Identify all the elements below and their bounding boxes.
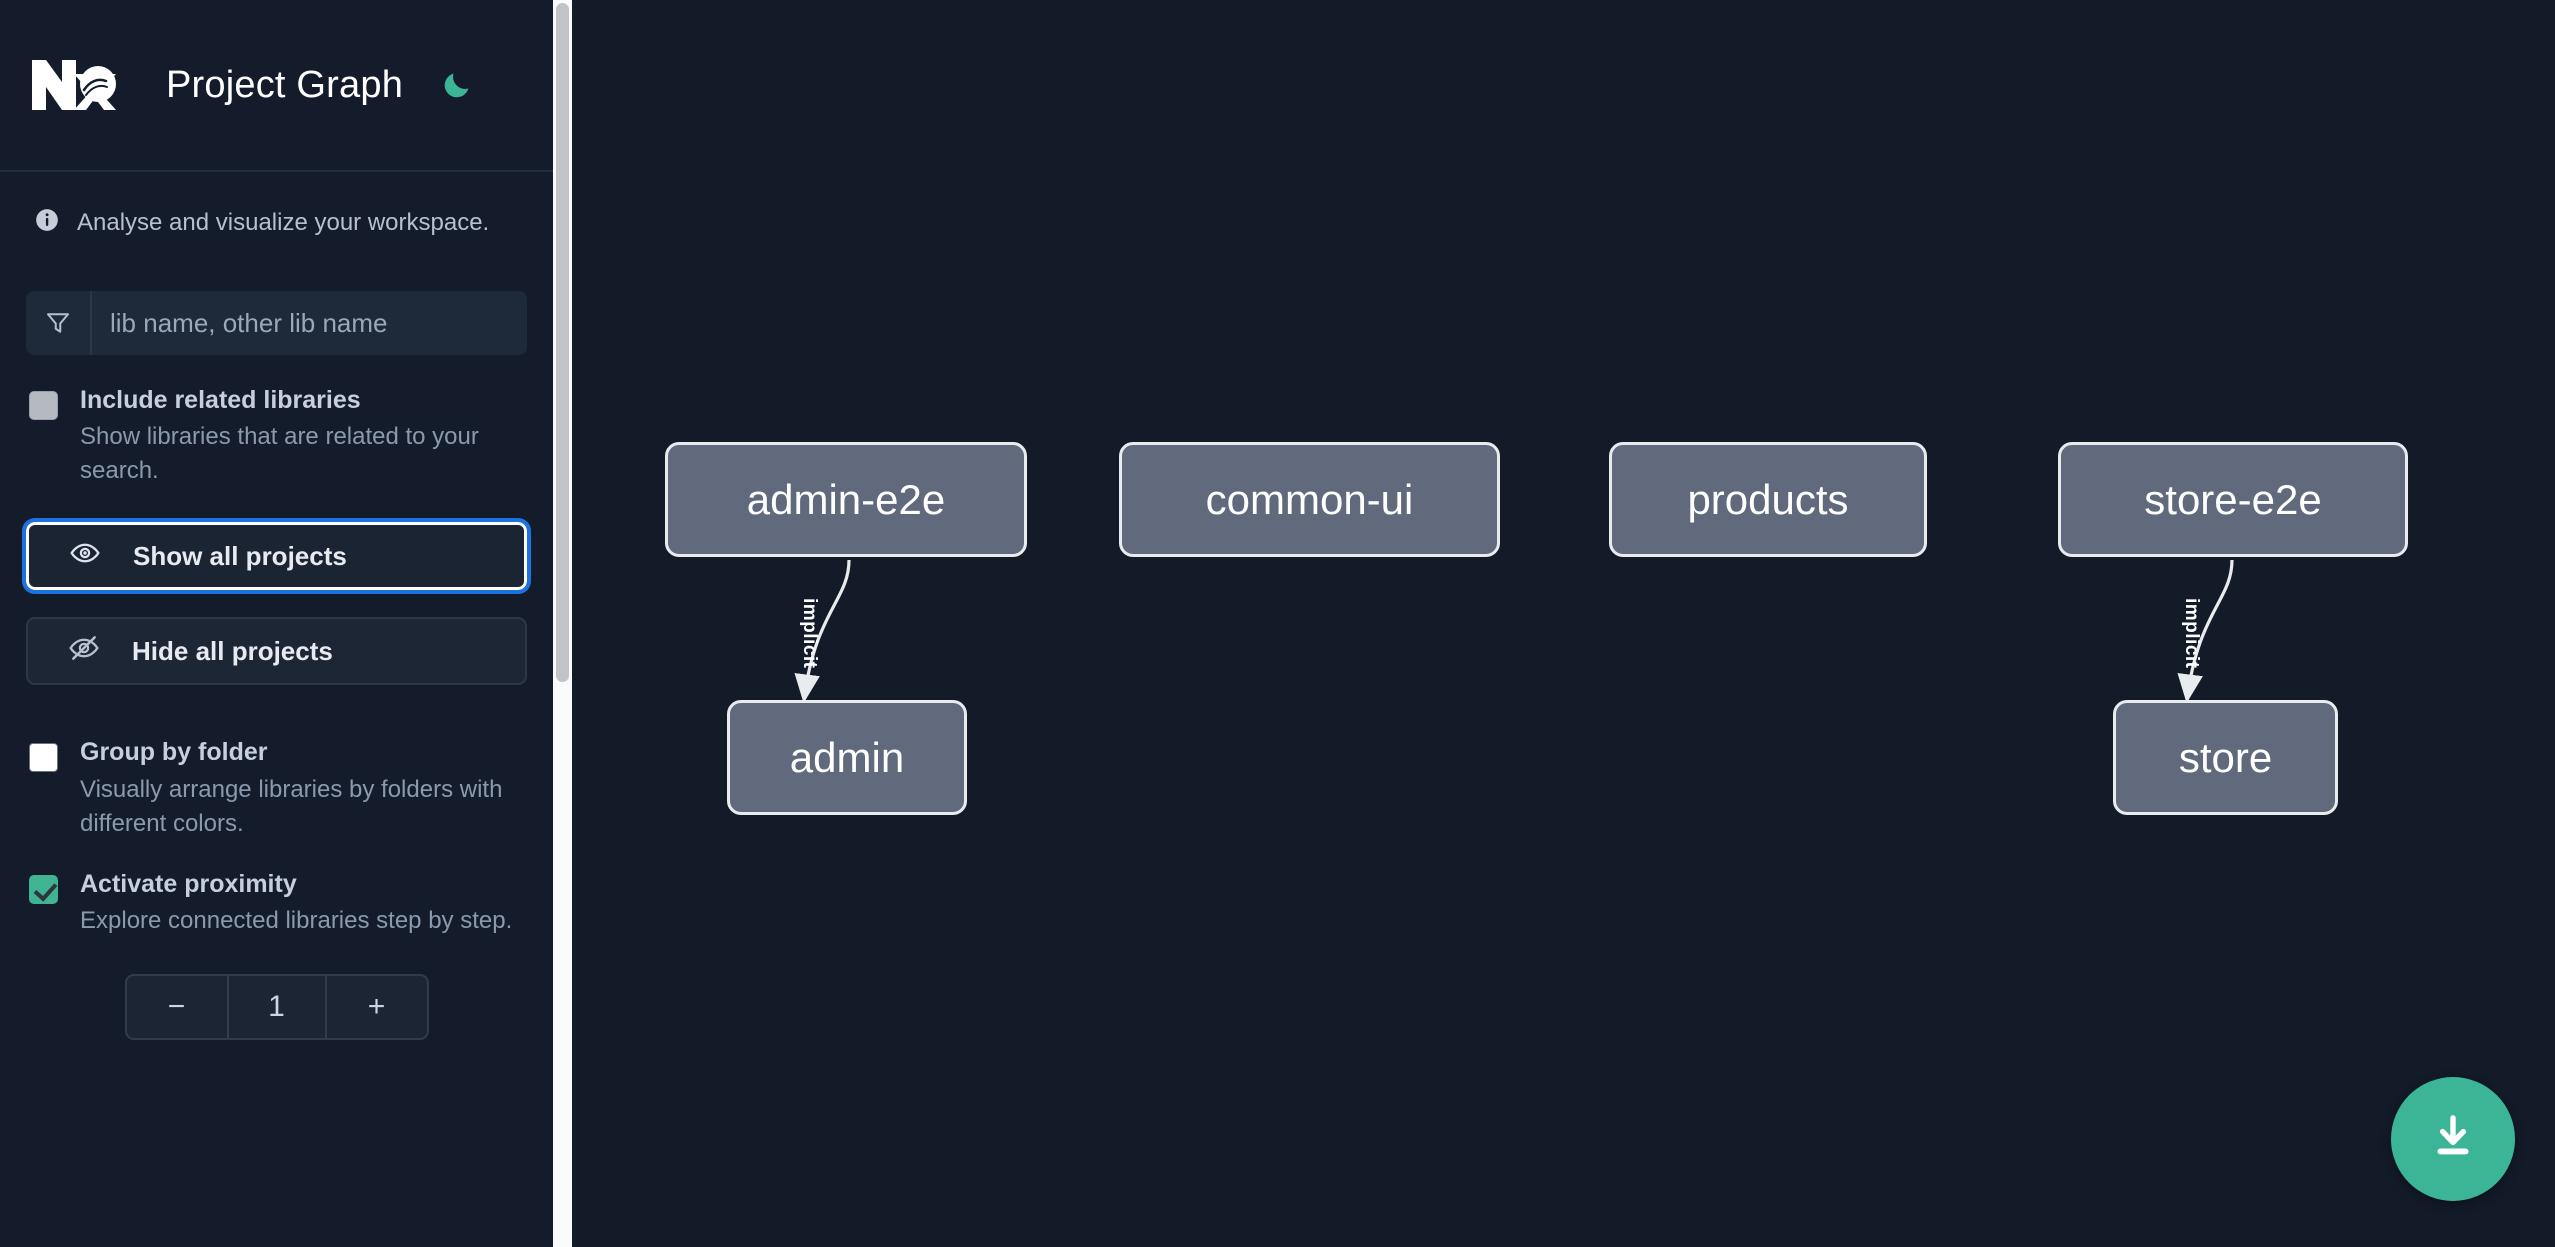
- graph-node-store[interactable]: store: [2113, 700, 2338, 815]
- option-group-by-folder[interactable]: Group by folder Visually arrange librari…: [26, 737, 527, 840]
- activate-proximity-checkbox[interactable]: [29, 874, 58, 904]
- group-by-folder-label: Group by folder: [80, 738, 268, 767]
- graph-node-label: common-ui: [1205, 475, 1414, 523]
- graph-node-store-e2e[interactable]: store-e2e: [2058, 442, 2408, 557]
- proximity-increment-button[interactable]: +: [367, 990, 386, 1024]
- include-related-libraries-checkbox[interactable]: [29, 391, 58, 420]
- hide-all-projects-label: Hide all projects: [132, 635, 333, 666]
- sidebar-body: Analyse and visualize your workspace. In…: [0, 172, 553, 1041]
- search-input[interactable]: [92, 291, 527, 355]
- graph-canvas[interactable]: implicit implicit admin-e2e common-ui pr…: [572, 0, 2555, 1247]
- sidebar-header: Project Graph: [0, 0, 553, 172]
- graph-node-admin[interactable]: admin: [727, 700, 967, 815]
- include-related-libraries-description: Show libraries that are related to your …: [80, 423, 479, 485]
- graph-node-common-ui[interactable]: common-ui: [1119, 442, 1500, 557]
- proximity-value: 1: [226, 976, 327, 1039]
- group-by-folder-checkbox[interactable]: [29, 743, 58, 773]
- proximity-stepper-container: − 1 +: [26, 974, 527, 1041]
- info-circle-icon: [34, 207, 60, 238]
- proximity-decrement-button[interactable]: −: [167, 990, 186, 1024]
- edge-label-implicit-store: implicit: [2181, 598, 2202, 669]
- sidebar: Project Graph Analyse and visualize your…: [0, 0, 553, 1247]
- graph-node-label: store: [2178, 733, 2273, 781]
- activate-proximity-description: Explore connected libraries step by step…: [80, 907, 513, 935]
- eye-off-icon: [68, 632, 100, 671]
- activate-proximity-label: Activate proximity: [80, 869, 297, 898]
- hide-all-projects-button[interactable]: Hide all projects: [26, 617, 527, 686]
- graph-node-label: store-e2e: [2144, 475, 2322, 523]
- nx-logo-icon: [28, 54, 126, 116]
- graph-node-label: admin: [789, 733, 905, 781]
- download-graph-button[interactable]: [2391, 1077, 2515, 1201]
- graph-node-label: admin-e2e: [746, 475, 946, 523]
- download-icon: [2426, 1110, 2480, 1169]
- funnel-filter-icon[interactable]: [26, 291, 92, 355]
- graph-node-products[interactable]: products: [1609, 442, 1927, 557]
- graph-node-label: products: [1687, 475, 1849, 523]
- option-include-related-libraries[interactable]: Include related libraries Show libraries…: [26, 385, 527, 488]
- show-all-projects-label: Show all projects: [133, 540, 347, 571]
- graph-edges: [794, 559, 2234, 704]
- workspace-info: Analyse and visualize your workspace.: [26, 172, 527, 238]
- sidebar-scrollbar-thumb[interactable]: [556, 3, 569, 682]
- filter-field[interactable]: [26, 291, 527, 355]
- edge-label-implicit-admin: implicit: [799, 598, 820, 669]
- include-related-libraries-label: Include related libraries: [80, 386, 361, 414]
- show-all-projects-button[interactable]: Show all projects: [22, 518, 531, 595]
- quantity-stepper: − 1 +: [124, 974, 429, 1041]
- moon-icon[interactable]: [437, 65, 477, 105]
- graph-node-admin-e2e[interactable]: admin-e2e: [665, 442, 1027, 557]
- workspace-info-text: Analyse and visualize your workspace.: [77, 208, 490, 236]
- option-activate-proximity[interactable]: Activate proximity Explore connected lib…: [26, 869, 527, 938]
- group-by-folder-description: Visually arrange libraries by folders wi…: [80, 775, 503, 837]
- page-title: Project Graph: [166, 63, 404, 106]
- eye-icon: [69, 537, 101, 576]
